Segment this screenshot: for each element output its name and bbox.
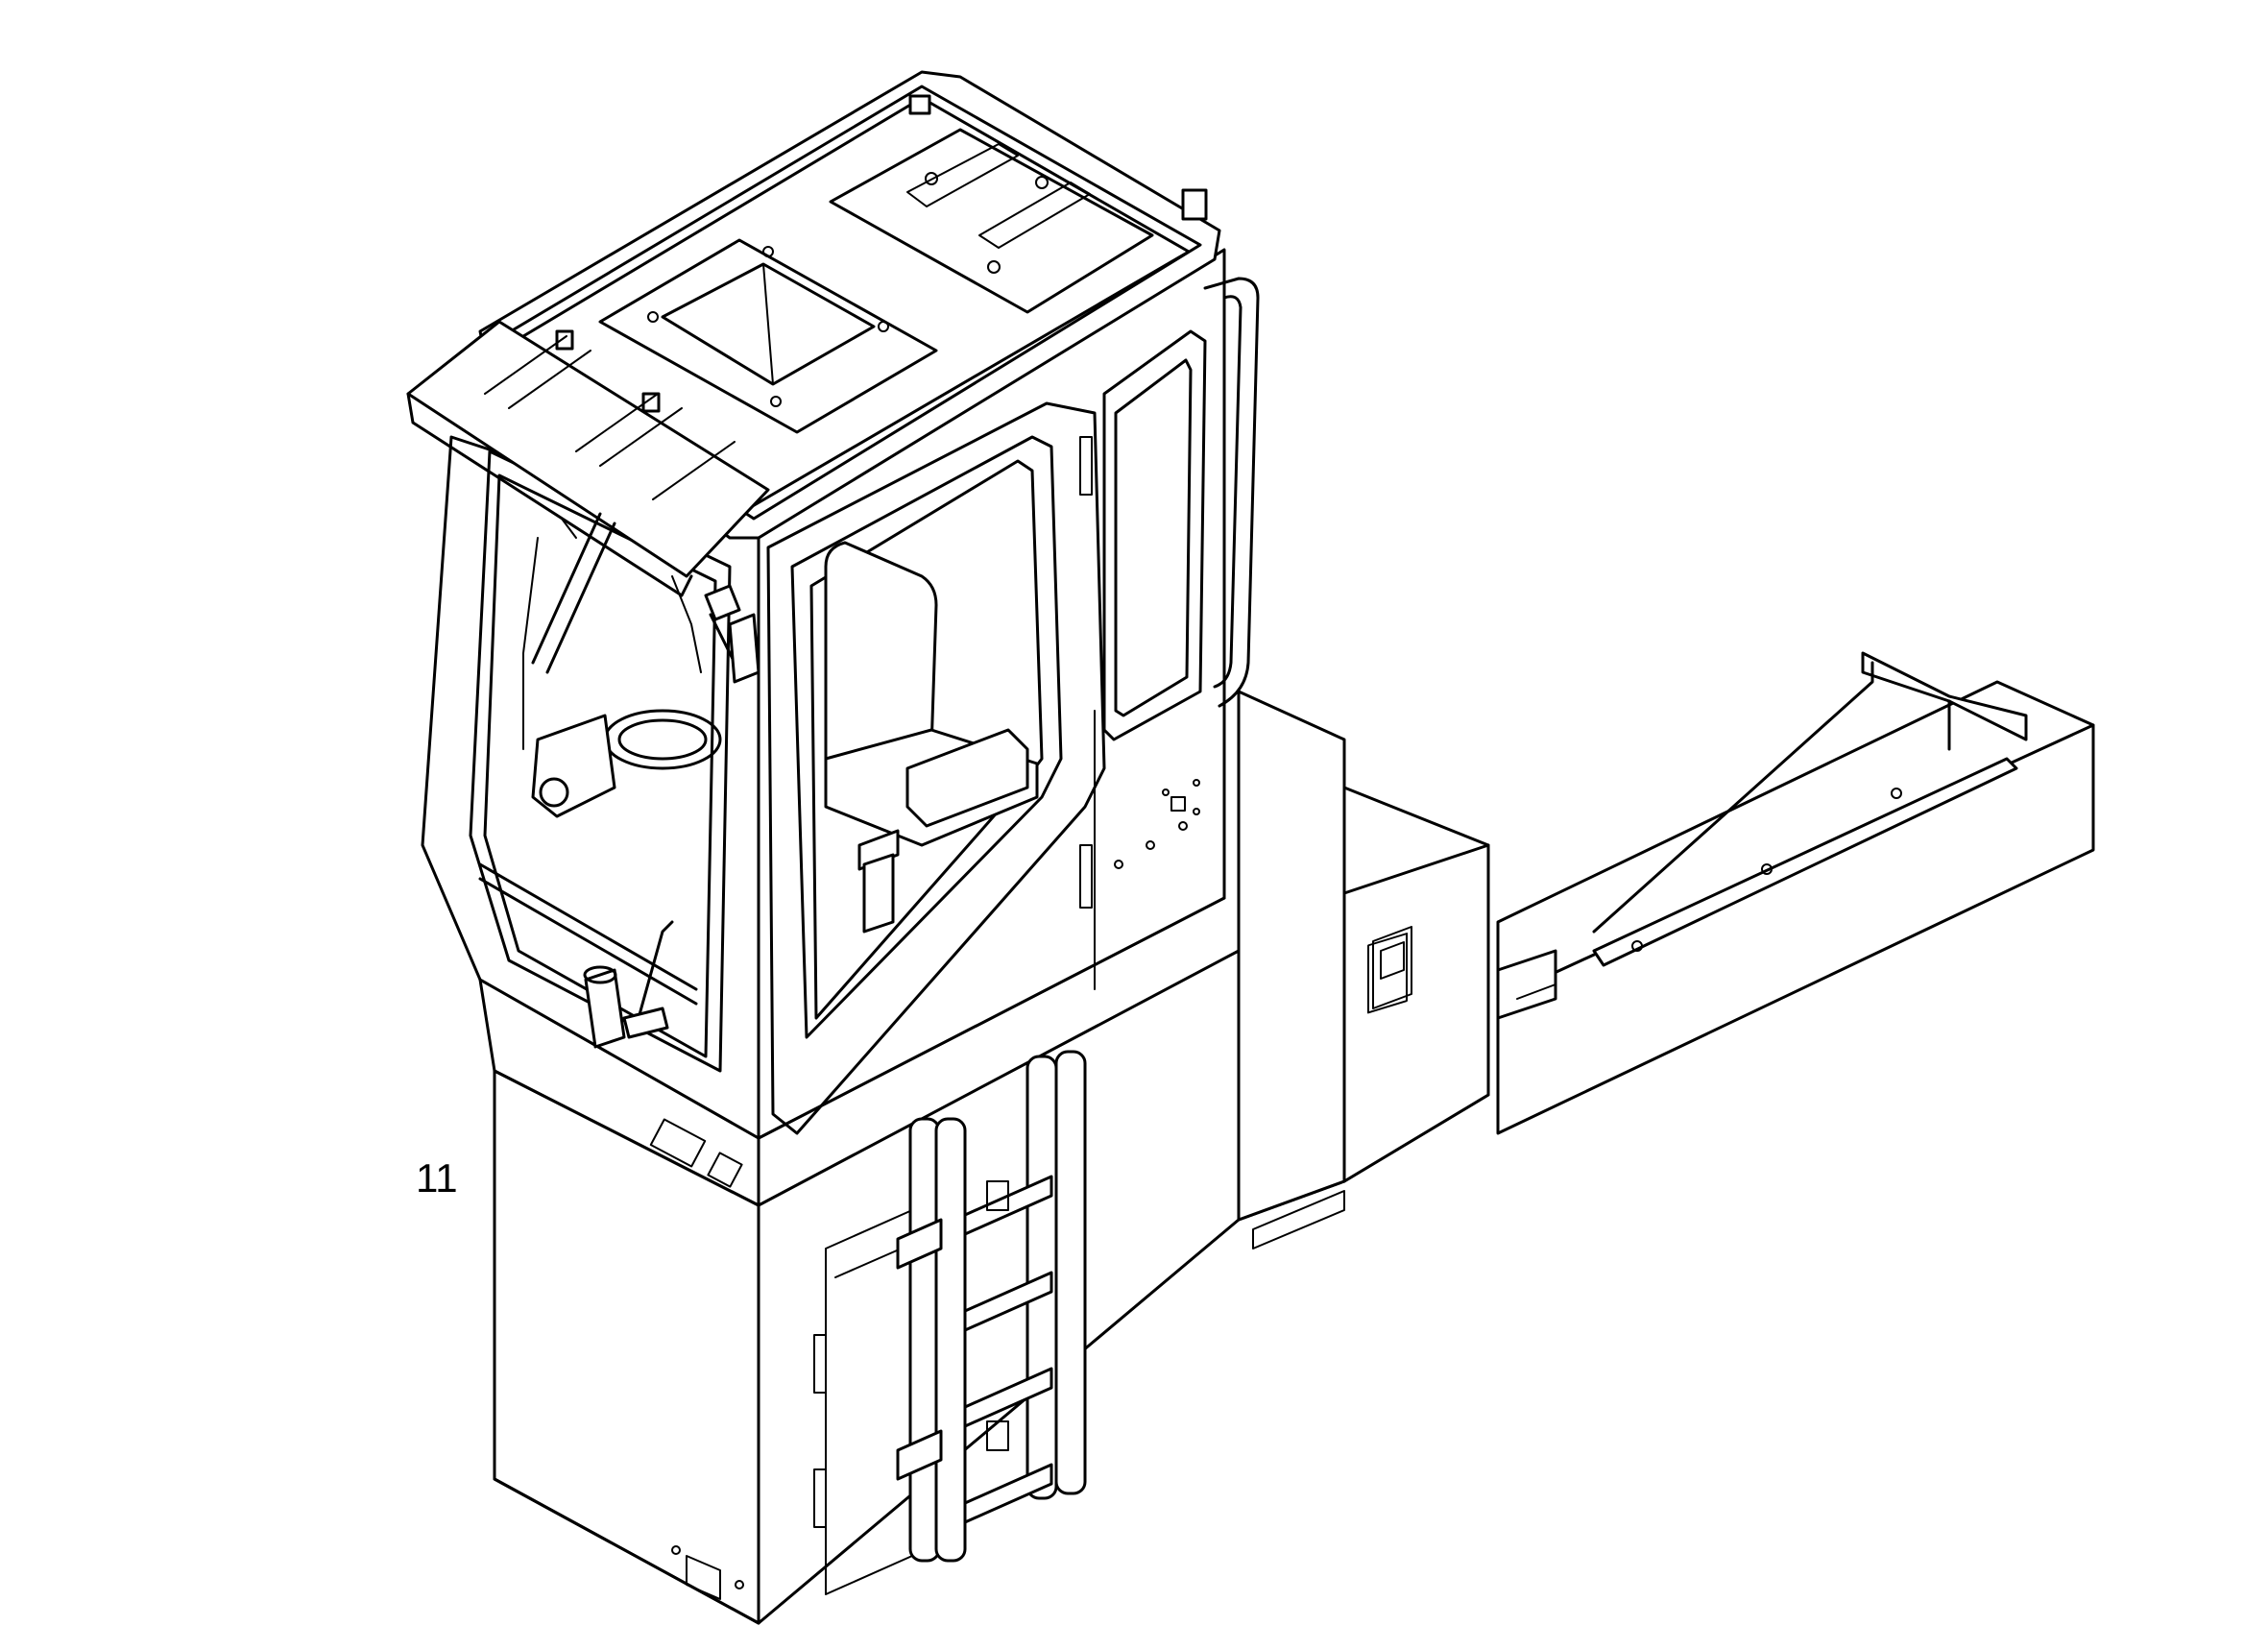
cab-interior <box>522 518 1039 1049</box>
cab-roof <box>478 70 1221 540</box>
rear-frame-beam <box>1496 651 2095 1135</box>
front-visor <box>406 320 770 684</box>
callout-label: 11 <box>416 1155 458 1201</box>
ladder <box>896 1050 1087 1563</box>
